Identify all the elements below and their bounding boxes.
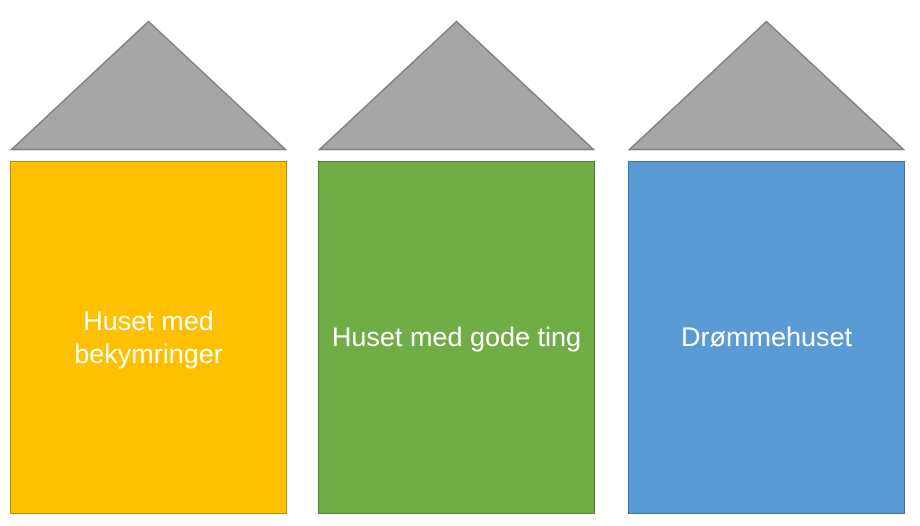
house-body-worries: Huset med bekymringer bbox=[10, 161, 287, 514]
house-label-dream: Drømmehuset bbox=[680, 322, 853, 353]
house-good-things: Huset med gode ting bbox=[318, 20, 595, 514]
house-body-dream: Drømmehuset bbox=[628, 161, 905, 514]
house-worries: Huset med bekymringer bbox=[10, 20, 287, 514]
roof-triangle-icon bbox=[628, 20, 905, 151]
roof-triangle-icon bbox=[318, 20, 595, 151]
house-dream: Drømmehuset bbox=[628, 20, 905, 514]
roof-triangle-icon bbox=[10, 20, 287, 151]
house-label-good-things: Huset med gode ting bbox=[331, 322, 582, 353]
house-body-good-things: Huset med gode ting bbox=[318, 161, 595, 514]
house-label-worries: Huset med bekymringer bbox=[74, 306, 223, 369]
